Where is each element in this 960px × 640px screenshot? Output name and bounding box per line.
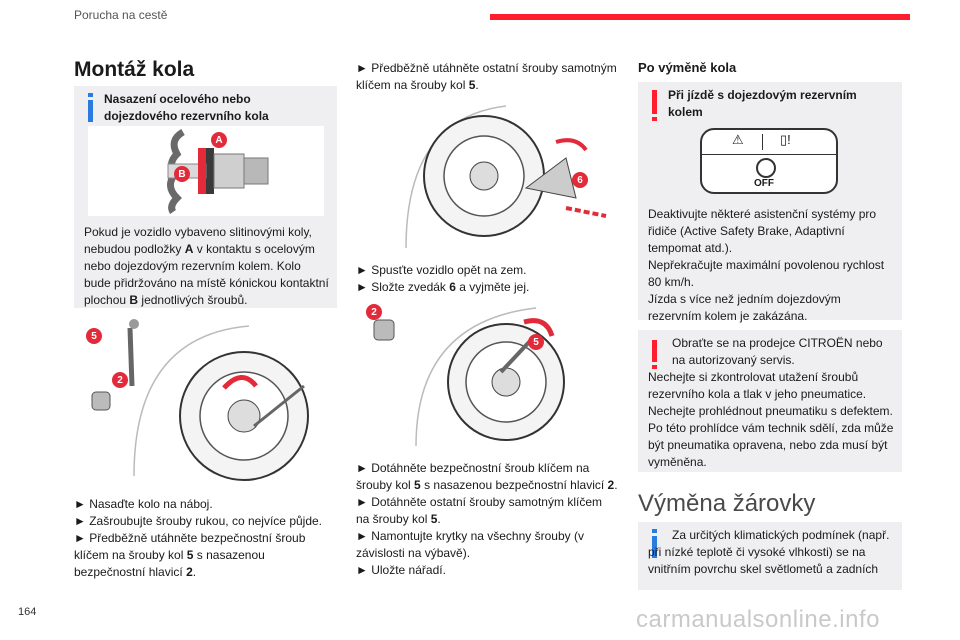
asb-icon bbox=[756, 158, 776, 178]
info-icon-2 bbox=[652, 529, 657, 558]
warning-icon-2 bbox=[652, 340, 657, 369]
off-label: OFF bbox=[754, 178, 774, 189]
page-number: 164 bbox=[18, 606, 37, 618]
book-icon: ▯! bbox=[780, 132, 791, 147]
info-box-steel-wheel: Nasazení ocelového nebo dojezdového reze… bbox=[74, 86, 337, 308]
figure-tighten-bolt: 5 2 bbox=[74, 316, 337, 486]
callout-5: 5 bbox=[86, 328, 102, 344]
warning-box-title: Při jízdě s dojezdovým rezervním kolem bbox=[668, 88, 857, 119]
warning-icon bbox=[652, 90, 657, 121]
figure-jack: 6 bbox=[356, 98, 618, 249]
dashboard-indicator-panel: ⚠ ▯! OFF bbox=[700, 128, 838, 194]
warning2-title: Obraťte se na prodejce CITROËN nebo na a… bbox=[672, 336, 883, 367]
wheel-wrench-illustration bbox=[91, 319, 309, 481]
section-title-bulb: Výměna žárovky bbox=[638, 490, 816, 517]
callout-5b: 5 bbox=[528, 334, 544, 350]
wheel-final-illustration bbox=[373, 307, 565, 447]
callout-2b: 2 bbox=[366, 304, 382, 320]
info-box-text: Pokud je vozidlo vybaveno slitinovými ko… bbox=[84, 225, 329, 307]
section-title-after-change: Po výměně kola bbox=[638, 60, 737, 75]
callout-2: 2 bbox=[112, 372, 128, 388]
steps-col1: ► Nasaďte kolo na náboj. ► Zašroubujte š… bbox=[74, 497, 323, 579]
steps-lower-jack: ► Spusťte vozidlo opět na zem. ► Složte … bbox=[356, 263, 530, 294]
warning-box-text: Deaktivujte některé asistenční systémy p… bbox=[648, 207, 885, 323]
page-title: Montáž kola bbox=[74, 58, 195, 81]
warning-box-spare-wheel: Při jízdě s dojezdovým rezervním kolem ⚠… bbox=[638, 82, 902, 323]
figure-wheel-bolt: A B bbox=[88, 126, 324, 216]
callout-b: B bbox=[174, 166, 190, 182]
header-accent-bar bbox=[490, 14, 910, 20]
warning2-text: Nechejte si zkontrolovat utažení šroubů … bbox=[648, 370, 894, 469]
steps-final: ► Dotáhněte bezpečnostní šroub klíčem na… bbox=[356, 461, 618, 577]
step-pretighten: ► Předběžně utáhněte ostatní šrouby samo… bbox=[356, 61, 617, 92]
info2-text: Za určitých klimatických podmínek (např.… bbox=[648, 528, 890, 576]
info-box-condensation: Za určitých klimatických podmínek (např.… bbox=[638, 522, 902, 590]
callout-a: A bbox=[211, 132, 227, 148]
section-title: Porucha na cestě bbox=[74, 8, 168, 22]
figure-final-tighten: 2 5 bbox=[356, 302, 618, 447]
callout-6: 6 bbox=[572, 172, 588, 188]
wheel-jack-illustration bbox=[405, 105, 607, 249]
info-icon bbox=[88, 93, 93, 122]
wheel-bolt-illustration bbox=[167, 128, 269, 214]
warning-triangle-icon: ⚠ bbox=[732, 132, 744, 147]
watermark: carmanualsonline.info bbox=[636, 606, 880, 633]
info-box-title: Nasazení ocelového nebo dojezdového reze… bbox=[104, 92, 269, 123]
warning-box-dealer: Obraťte se na prodejce CITROËN nebo na a… bbox=[638, 330, 902, 472]
